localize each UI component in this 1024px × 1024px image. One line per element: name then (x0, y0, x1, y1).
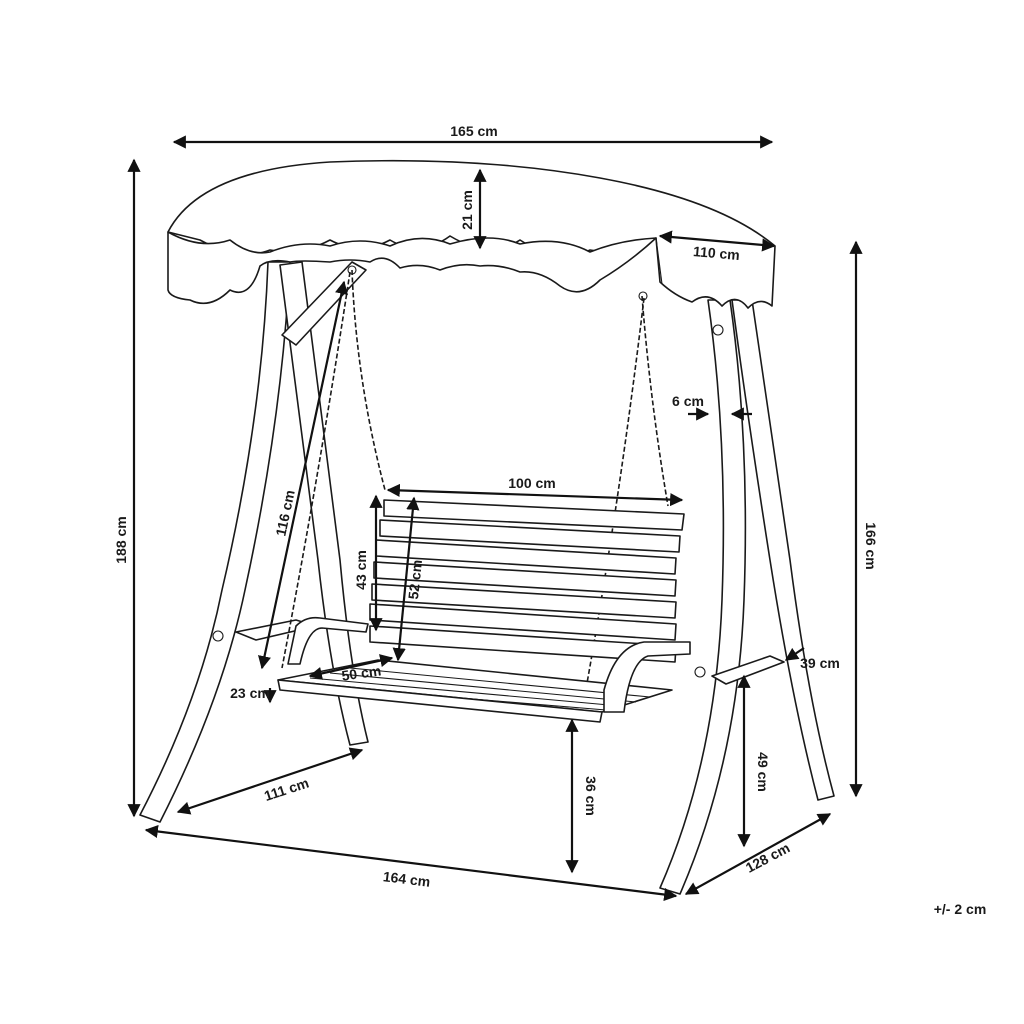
left-bolt (212, 630, 224, 642)
label-backrest-height: 43 cm (353, 550, 369, 590)
backrest (369, 499, 685, 663)
label-base-length: 164 cm (382, 868, 431, 890)
dimension-lines (127, 135, 863, 902)
hook-right (638, 291, 648, 301)
canopy-roof (167, 159, 776, 309)
label-seat-width: 100 cm (508, 475, 555, 491)
dim-line-110 (658, 230, 776, 252)
left-front-leg (139, 261, 291, 823)
bench (277, 499, 691, 723)
label-canopy-height: 21 cm (459, 190, 475, 230)
label-canopy-depth: 110 cm (692, 243, 740, 263)
label-armrest-offset: 23 cm (230, 685, 270, 701)
left-frame (139, 261, 369, 823)
label-total-height: 188 cm (113, 516, 129, 563)
dim-line-50 (308, 654, 394, 680)
tolerance-note: +/- 2 cm (934, 901, 987, 917)
right-frame (659, 299, 835, 895)
label-base-depth: 128 cm (743, 839, 792, 875)
label-post-height: 166 cm (863, 522, 879, 569)
canopy-front-valance (167, 231, 657, 305)
dim-line-128 (684, 813, 832, 895)
label-back-total-height: 52 cm (405, 559, 425, 600)
canopy (167, 159, 776, 309)
dim-line-100 (386, 483, 684, 507)
label-beam-width: 6 cm (672, 393, 704, 409)
right-front-leg (659, 299, 747, 895)
dim-line-164 (144, 824, 678, 902)
chain-right-back (641, 295, 669, 507)
label-leg-base-width: 111 cm (262, 775, 311, 804)
hook-left (347, 265, 357, 275)
chain-left-back (351, 269, 386, 491)
right-bolt (694, 666, 706, 678)
label-seat-height: 36 cm (583, 776, 599, 816)
right-side-table (711, 655, 785, 685)
canopy-seam (655, 237, 663, 285)
right-top-bolt (712, 324, 724, 336)
label-seat-depth: 50 cm (341, 662, 383, 683)
dim-line-52 (392, 496, 420, 662)
right-rear-leg (731, 299, 835, 801)
label-canopy-width: 165 cm (450, 123, 497, 139)
dimension-labels: 165 cm 21 cm 110 cm 6 cm 188 cm 166 cm 1… (113, 123, 879, 890)
dim-line-116 (258, 280, 348, 670)
dim-line-39 (784, 647, 805, 661)
seat-front-rail (277, 679, 603, 723)
label-side-table-height: 49 cm (755, 752, 771, 792)
right-armrest (603, 641, 691, 713)
label-side-table-depth: 39 cm (800, 655, 840, 671)
dim-line-111 (176, 747, 364, 815)
